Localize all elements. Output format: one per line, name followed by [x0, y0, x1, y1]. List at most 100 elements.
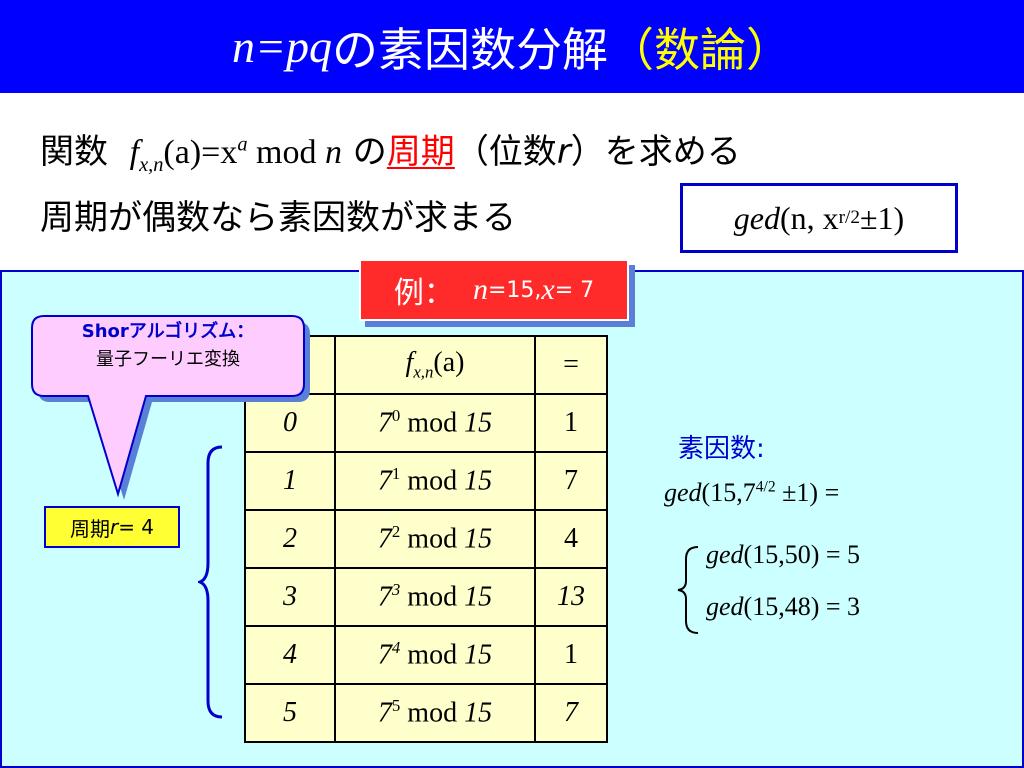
cell-f: 75 mod 15 [334, 683, 536, 743]
cell-exp: 0 [391, 406, 401, 426]
header-f-sub: x,n [413, 362, 434, 382]
cell-a: 5 [244, 683, 336, 743]
cell-exp: 5 [391, 696, 401, 716]
period-brace [198, 445, 223, 719]
cell-f: 73 mod 15 [334, 567, 536, 627]
title-text: の素因数分解 [332, 22, 609, 77]
cell-f: 70 mod 15 [334, 393, 536, 453]
function-label: 関数 [40, 132, 108, 172]
cell-f: 74 mod 15 [334, 625, 536, 685]
example-label: 例： n =15, x = 7 [359, 259, 629, 321]
gcd-tail: ±1) [859, 199, 905, 236]
callout-text: Shorアルゴリズム： 量子フーリエ変換 [36, 318, 300, 374]
cell-a: 0 [244, 393, 336, 453]
order-r: r [556, 132, 571, 172]
period-prefix: 周期 [69, 516, 110, 541]
function-n: n [325, 134, 342, 171]
factor-label: 素因数: [678, 434, 765, 464]
header-f: fx,n(a) [334, 335, 536, 395]
cell-mod: mod [400, 523, 465, 555]
gcd-result-2: ged(15,48) = 3 [706, 592, 860, 622]
callout-bubble [31, 315, 310, 500]
cell-modulus: 15 [464, 523, 493, 555]
cell-base: 7 [377, 639, 392, 671]
cell-result: 4 [534, 509, 608, 569]
gcd-eq-fn: ged [664, 478, 702, 507]
gcd-fn: ged [733, 199, 780, 236]
header-f-text: f [405, 347, 414, 379]
title-variable: n=pq [231, 21, 333, 72]
cell-exp: 3 [391, 580, 401, 600]
cell-mod: mod [400, 697, 465, 729]
function-mod: mod [247, 134, 325, 171]
example-n: n [472, 273, 488, 306]
cell-a: 1 [244, 451, 336, 511]
gcd-r2-fn: ged [706, 592, 744, 621]
cell-modulus: 15 [464, 407, 493, 439]
gcd-r1-fn: ged [706, 540, 744, 569]
period-word: 周期 [386, 132, 455, 172]
function-arg: (a)=x [163, 134, 238, 171]
gcd-args: (n, x [780, 199, 839, 236]
result-brace [677, 546, 699, 634]
cell-base: 7 [377, 697, 392, 729]
callout-line1: Shorアルゴリズム： [81, 321, 255, 342]
table-row: 2 72 mod 15 4 [244, 509, 608, 569]
example-x: x [541, 273, 555, 306]
title-paren-open: （ [608, 22, 655, 77]
header-eq: = [534, 335, 608, 395]
table-row: 3 73 mod 15 13 [244, 567, 608, 627]
cell-a: 3 [244, 567, 336, 627]
cell-base: 7 [377, 523, 392, 555]
function-f-sub: x,n [139, 153, 164, 176]
order-paren: （位数 [454, 132, 557, 172]
cell-mod: mod [400, 581, 465, 613]
period-r: r [109, 515, 119, 539]
gcd-result-1: ged(15,50) = 5 [706, 540, 860, 570]
gcd-r2-rest: (15,48) = 3 [743, 592, 861, 621]
period-suffix: = 4 [118, 515, 155, 539]
table-row: 0 70 mod 15 1 [244, 393, 608, 453]
table-row: 5 75 mod 15 7 [244, 683, 608, 743]
header-f-arg: (a) [433, 347, 465, 379]
example-x-val: = 7 [554, 277, 595, 303]
cell-result: 1 [534, 625, 608, 685]
gcd-exp: r/2 [838, 207, 860, 228]
order-tail: ）を求める [570, 132, 741, 172]
cell-base: 7 [377, 465, 392, 497]
cell-a: 4 [244, 625, 336, 685]
title-paren-close: ） [746, 22, 793, 77]
cell-mod: mod [400, 407, 465, 439]
cell-result: 13 [534, 567, 608, 627]
cell-result: 7 [534, 451, 608, 511]
cell-result: 7 [534, 683, 608, 743]
cell-base: 7 [377, 581, 392, 613]
header-eq-text: = [563, 349, 579, 380]
cell-modulus: 15 [464, 465, 493, 497]
cell-exp: 4 [391, 638, 401, 658]
cell-exp: 2 [391, 522, 401, 542]
gcd-equation: ged(15,74/2 ±1) = [664, 478, 839, 508]
function-f: f [129, 134, 140, 171]
title-paren-text: 数論 [654, 22, 747, 77]
cell-mod: mod [400, 639, 465, 671]
cell-f: 71 mod 15 [334, 451, 536, 511]
cell-result: 1 [534, 393, 608, 453]
example-n-val: =15, [487, 277, 542, 303]
gcd-eq-tail: ±1) = [775, 478, 840, 507]
gcd-eq-args: (15,7 [701, 478, 756, 507]
title-bar [0, 0, 1024, 93]
cell-modulus: 15 [464, 697, 493, 729]
function-line: 関数 fx,n(a)=xa mod n の周期（位数r）を求める [40, 124, 741, 177]
gcd-eq-exp: 4/2 [755, 478, 776, 496]
cell-modulus: 15 [464, 581, 493, 613]
example-prefix: 例： [393, 276, 454, 311]
table-row: 1 71 mod 15 7 [244, 451, 608, 511]
cell-f: 72 mod 15 [334, 509, 536, 569]
gcd-r1-rest: (15,50) = 5 [743, 540, 861, 569]
cell-base: 7 [377, 407, 392, 439]
modexp-table: a fx,n(a) = 0 70 mod 15 1 1 71 mod 15 7 … [244, 335, 608, 743]
